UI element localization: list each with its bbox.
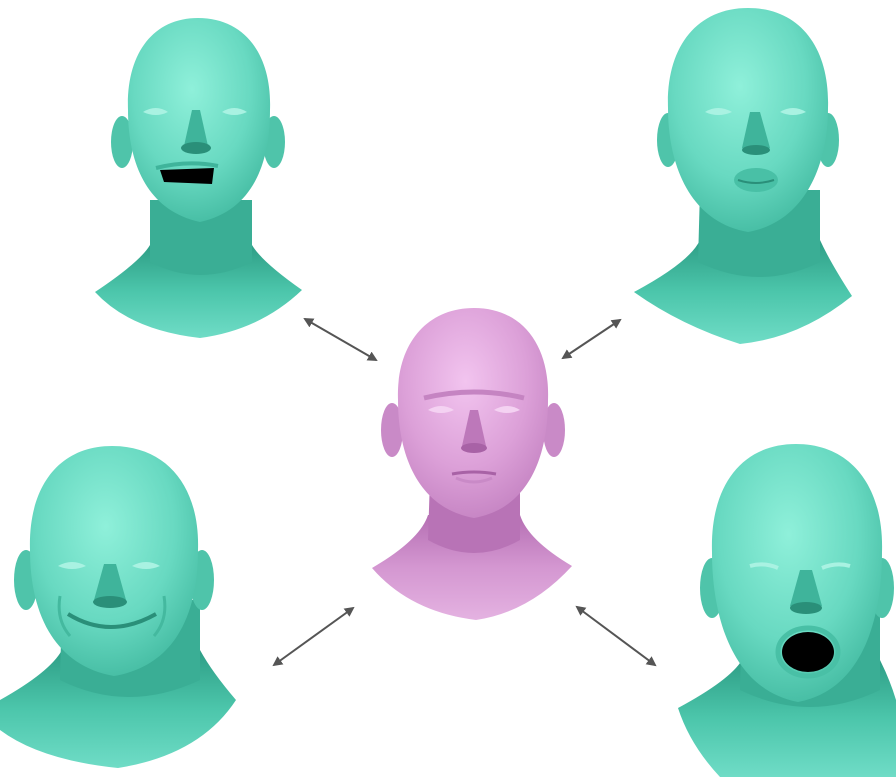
nostrils <box>93 596 127 608</box>
arrow-center-bottom-left <box>274 608 353 665</box>
mouth-cavity <box>782 632 834 672</box>
nostrils <box>790 602 822 614</box>
mouth-cavity <box>160 168 214 184</box>
arrow-center-top-right <box>563 320 620 358</box>
arrow-center-top-left <box>305 319 376 360</box>
head-top-right <box>634 8 852 344</box>
head-bottom-right <box>678 444 896 777</box>
head <box>30 446 198 676</box>
head-bottom-left <box>0 446 236 768</box>
head-center <box>372 308 572 620</box>
nostrils <box>461 443 487 453</box>
nostrils <box>742 145 770 155</box>
nostrils <box>181 142 211 154</box>
arrow-center-bottom-right <box>577 607 655 665</box>
head-top-left <box>95 18 302 338</box>
